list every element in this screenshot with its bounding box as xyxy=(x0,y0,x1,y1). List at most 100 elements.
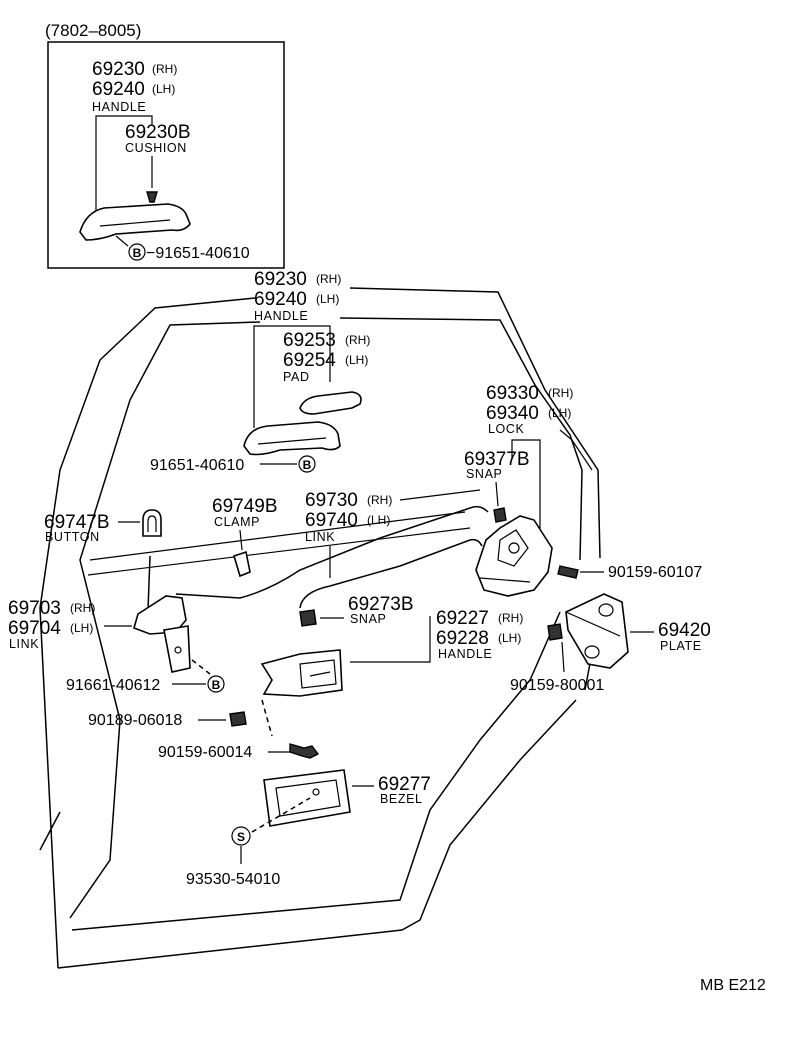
link-name: LINK xyxy=(305,530,335,544)
screw1-number: 90159-60107 xyxy=(608,564,702,581)
pad-lh-number: 69254 xyxy=(283,350,336,371)
diagram-code: MB E212 xyxy=(700,977,766,994)
plate-number: 69420 xyxy=(658,620,711,641)
outside-handle-part xyxy=(243,421,341,456)
plate-group: 69420 PLATE 90159-80001 xyxy=(510,593,711,694)
button-number: 69747B xyxy=(44,512,110,533)
inset-cushion-clip-part xyxy=(146,191,158,203)
svg-text:(RH): (RH) xyxy=(498,611,523,625)
handle-leader xyxy=(253,325,331,428)
screw4-number: 93530-54010 xyxy=(186,871,280,888)
screw4-s-symbol xyxy=(231,826,251,846)
handle-lh-number: 69240 xyxy=(254,289,307,310)
svg-text:(RH): (RH) xyxy=(367,493,392,507)
nut-group: 90189-06018 xyxy=(88,699,273,737)
link-lh-number: 69740 xyxy=(305,510,358,531)
svg-text:(LH): (LH) xyxy=(548,406,571,420)
pad-rh-number: 69253 xyxy=(283,330,336,351)
bolt2-number: 91661-40612 xyxy=(66,677,160,694)
link-rh-number: 69730 xyxy=(305,490,358,511)
lock-group: 69330 (RH) 69340 (LH) LOCK 69377B SNAP xyxy=(464,383,573,597)
inset-date-range: (7802–8005) xyxy=(45,21,141,40)
screw2-number: 90159-80001 xyxy=(510,677,604,694)
link2-name: LINK xyxy=(9,637,39,651)
inset-bolt-number: −91651-40610 xyxy=(146,245,250,262)
inset-handle-lh-number: 69240 xyxy=(92,79,145,100)
pad-part xyxy=(299,391,362,415)
svg-text:(LH): (LH) xyxy=(367,513,390,527)
inner-handle-lh-number: 69228 xyxy=(436,628,489,649)
link2-bracket-part xyxy=(163,625,191,673)
clamp-name: CLAMP xyxy=(214,515,260,529)
handle-bolt-number: 91651-40610 xyxy=(150,457,244,474)
snap2-group: 69273B SNAP xyxy=(299,594,414,627)
inset-handle-name: HANDLE xyxy=(92,100,146,114)
plate-name: PLATE xyxy=(660,639,702,653)
inset-lh-suffix: (LH) xyxy=(152,82,175,96)
snap1-name: SNAP xyxy=(466,467,502,481)
screw3-group: 90159-60014 xyxy=(158,743,320,761)
snap1-part xyxy=(493,507,507,523)
svg-text:B: B xyxy=(212,678,221,692)
link2-lever-part xyxy=(133,595,187,635)
bolt2-group: 91661-40612 B xyxy=(66,659,225,694)
inset-handle-rh-number: 69230 xyxy=(92,59,145,80)
lock-part xyxy=(475,515,553,597)
screw1-group: 90159-60107 xyxy=(557,564,702,581)
inner-handle-leader xyxy=(350,616,431,663)
inset-cushion-number: 69230B xyxy=(125,122,191,143)
inset-bolt-b-mark: B xyxy=(133,246,142,260)
svg-text:(RH): (RH) xyxy=(345,333,370,347)
link-group: 69730 (RH) 69740 (LH) LINK xyxy=(175,489,489,609)
link2-rh-number: 69703 xyxy=(8,598,61,619)
link2-lh-number: 69704 xyxy=(8,618,61,639)
inside-handle-group: 69227 (RH) 69228 (LH) HANDLE xyxy=(260,608,523,697)
inner-handle-name: HANDLE xyxy=(438,647,492,661)
lock-rh-number: 69330 xyxy=(486,383,539,404)
svg-text:(RH): (RH) xyxy=(316,272,341,286)
lock-lh-number: 69340 xyxy=(486,403,539,424)
door-outline xyxy=(39,287,601,969)
bezel-number: 69277 xyxy=(378,774,431,795)
screw2-part xyxy=(547,623,563,641)
inner-handle-part xyxy=(260,649,343,697)
svg-text:(RH): (RH) xyxy=(548,386,573,400)
screw4-group: S 93530-54010 xyxy=(186,826,280,888)
snap2-name: SNAP xyxy=(350,612,386,626)
svg-text:S: S xyxy=(237,830,245,844)
lock-leader xyxy=(511,439,541,532)
clamp-part xyxy=(233,550,251,578)
svg-text:(LH): (LH) xyxy=(70,621,93,635)
nut-part xyxy=(229,711,247,727)
nut-number: 90189-06018 xyxy=(88,712,182,729)
svg-text:B: B xyxy=(303,458,312,472)
bezel-name: BEZEL xyxy=(380,792,423,806)
link-rod-upper xyxy=(175,505,489,599)
button-name: BUTTON xyxy=(45,530,100,544)
inner-handle-rh-number: 69227 xyxy=(436,608,489,629)
snap2-number: 69273B xyxy=(348,594,414,615)
inset-frame xyxy=(47,41,285,269)
inset-panel: (7802–8005) 69230 (RH) 69240 (LH) HANDLE… xyxy=(45,21,285,269)
inset-rh-suffix: (RH) xyxy=(152,62,177,76)
bezel-group: 69277 BEZEL xyxy=(251,769,431,833)
handle-bolt-b-symbol xyxy=(298,455,316,473)
pad-name: PAD xyxy=(283,370,310,384)
handle-rh-number: 69230 xyxy=(254,269,307,290)
snap1-number: 69377B xyxy=(464,449,530,470)
link-rod-lower xyxy=(299,538,483,609)
button-part xyxy=(142,509,162,537)
link2-rod xyxy=(147,555,151,611)
handle-name: HANDLE xyxy=(254,309,308,323)
svg-text:(LH): (LH) xyxy=(498,631,521,645)
link2-group: 69703 (RH) 69704 (LH) LINK xyxy=(8,555,191,673)
inset-cushion-name: CUSHION xyxy=(125,141,187,155)
snap2-part xyxy=(299,609,317,627)
screw3-number: 90159-60014 xyxy=(158,744,252,761)
bolt2-b-symbol xyxy=(207,675,225,693)
inset-handle-leader xyxy=(95,115,153,224)
button-group: 69747B BUTTON xyxy=(44,509,162,544)
svg-text:(RH): (RH) xyxy=(70,601,95,615)
clamp-number: 69749B xyxy=(212,496,278,517)
svg-text:(LH): (LH) xyxy=(316,292,339,306)
